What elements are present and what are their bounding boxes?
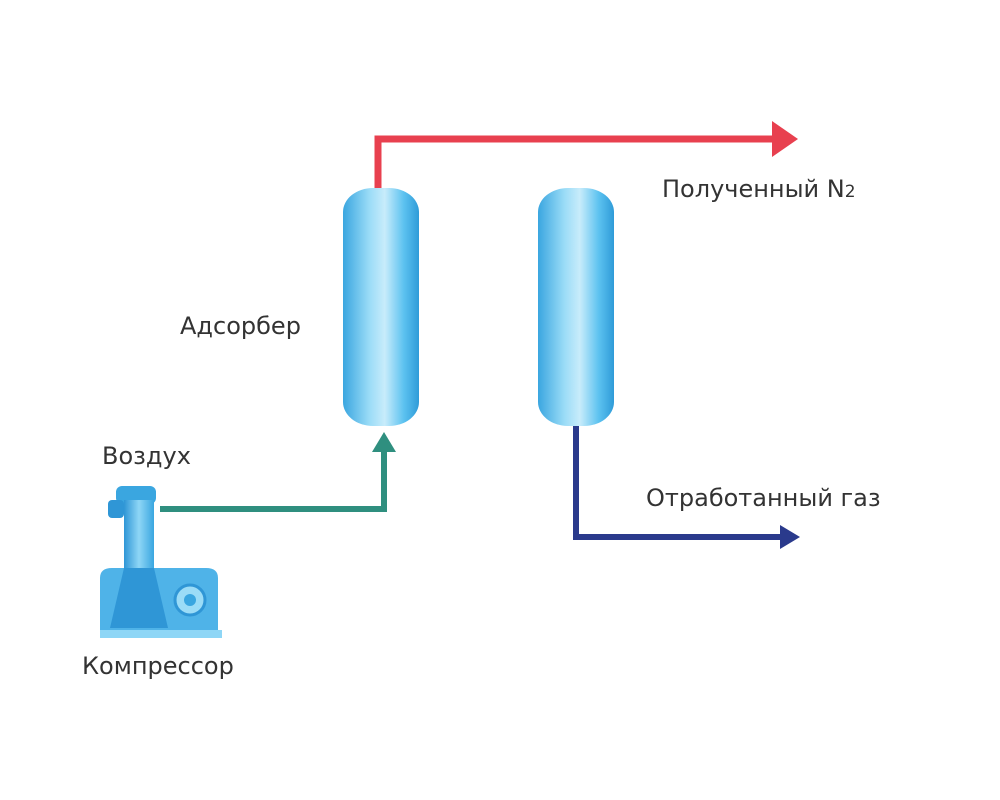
adsorber-vessel-right: [538, 188, 614, 426]
product-label: Полученный N2: [662, 177, 856, 201]
air-arrow-head: [372, 432, 396, 452]
compressor-icon: [100, 486, 222, 638]
product-label-subscript: 2: [844, 182, 856, 202]
waste-arrow-head: [780, 525, 800, 549]
air-flow-line: [160, 432, 396, 512]
waste-flow-line: [573, 425, 800, 549]
waste-gas-label: Отработанный газ: [646, 484, 881, 512]
product-arrow-head: [772, 121, 798, 157]
air-label: Воздух: [102, 442, 191, 470]
adsorber-vessel-left: [343, 188, 419, 426]
compressor-label: Компрессор: [82, 652, 234, 680]
product-label-text: Полученный N: [662, 175, 845, 203]
product-flow-line: [374, 121, 798, 188]
adsorber-label: Адсорбер: [180, 312, 301, 340]
